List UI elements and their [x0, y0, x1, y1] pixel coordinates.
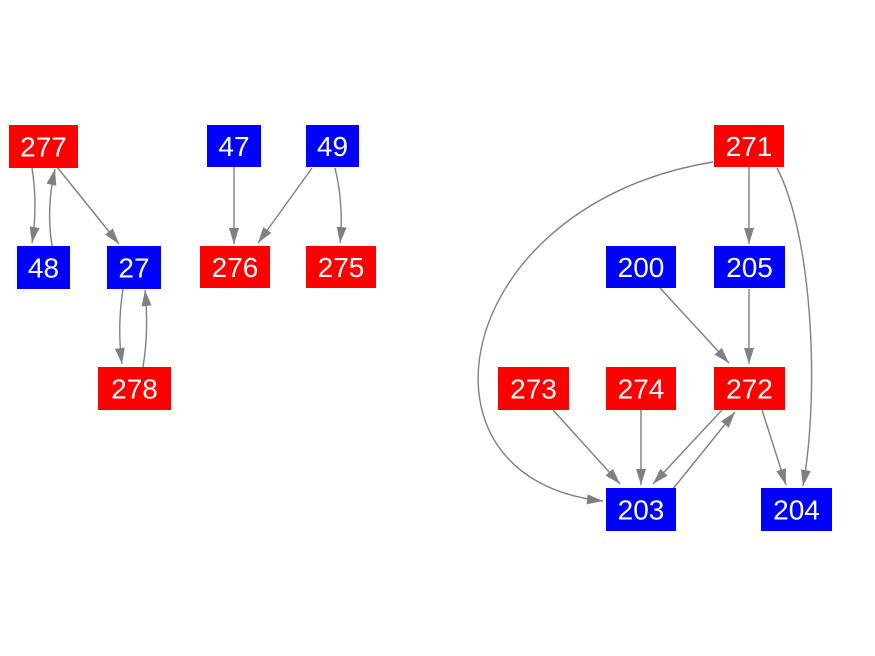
node-49: 49 — [306, 125, 359, 167]
edge-27-278 — [114, 288, 125, 365]
edge-272-203 — [652, 409, 723, 485]
node-200-box — [606, 246, 676, 288]
node-271-box — [714, 125, 784, 167]
edge-271-203 — [477, 161, 714, 505]
node-27-box — [107, 246, 161, 289]
edge-277-48 — [29, 167, 40, 244]
node-273-box — [498, 367, 569, 410]
node-27-label: 27 — [118, 253, 149, 284]
node-49-label: 49 — [317, 131, 348, 162]
edge-200-272 — [659, 287, 730, 364]
node-48: 48 — [17, 246, 70, 289]
node-200: 200 — [606, 246, 676, 288]
node-273-label: 273 — [510, 374, 557, 405]
node-276-box — [200, 246, 270, 288]
node-272-box — [714, 367, 785, 410]
node-205: 205 — [714, 246, 785, 288]
node-204: 204 — [761, 488, 832, 531]
node-200-label: 200 — [618, 252, 665, 283]
edge-203-272 — [671, 411, 736, 491]
edge-49-276 — [257, 167, 313, 244]
node-204-box — [761, 488, 832, 531]
node-27: 27 — [107, 246, 161, 289]
edge-277-27 — [56, 166, 120, 245]
node-277-label: 277 — [20, 132, 67, 163]
node-203-box — [606, 488, 676, 531]
node-276: 276 — [200, 246, 270, 288]
node-277-box — [9, 125, 78, 168]
node-276-label: 276 — [212, 252, 259, 283]
node-47-label: 47 — [218, 131, 249, 162]
node-275: 275 — [306, 246, 376, 288]
node-48-label: 48 — [28, 253, 59, 284]
node-275-label: 275 — [318, 252, 365, 283]
node-278-box — [98, 367, 171, 410]
node-203-label: 203 — [618, 495, 665, 526]
node-274-box — [606, 367, 676, 410]
node-49-box — [306, 125, 359, 167]
edge-278-27 — [141, 289, 152, 368]
node-278-label: 278 — [111, 374, 158, 405]
node-274: 274 — [606, 367, 676, 410]
node-48-box — [17, 246, 70, 289]
node-205-box — [714, 246, 785, 288]
node-271: 271 — [714, 125, 784, 167]
node-272-label: 272 — [726, 374, 773, 405]
node-203: 203 — [606, 488, 676, 531]
node-274-label: 274 — [618, 374, 665, 405]
node-271-label: 271 — [726, 131, 773, 162]
node-277: 277 — [9, 125, 78, 168]
node-47: 47 — [207, 125, 261, 167]
edge-48-277 — [46, 168, 57, 247]
edge-49-275 — [334, 167, 347, 244]
edge-273-203 — [552, 409, 621, 485]
node-205-label: 205 — [726, 252, 773, 283]
edge-271-204 — [776, 167, 813, 487]
node-273: 273 — [498, 367, 569, 410]
node-278: 278 — [98, 367, 171, 410]
node-275-box — [306, 246, 376, 288]
edge-272-204 — [761, 409, 787, 486]
node-47-box — [207, 125, 261, 167]
node-204-label: 204 — [773, 495, 820, 526]
node-272: 272 — [714, 367, 785, 410]
